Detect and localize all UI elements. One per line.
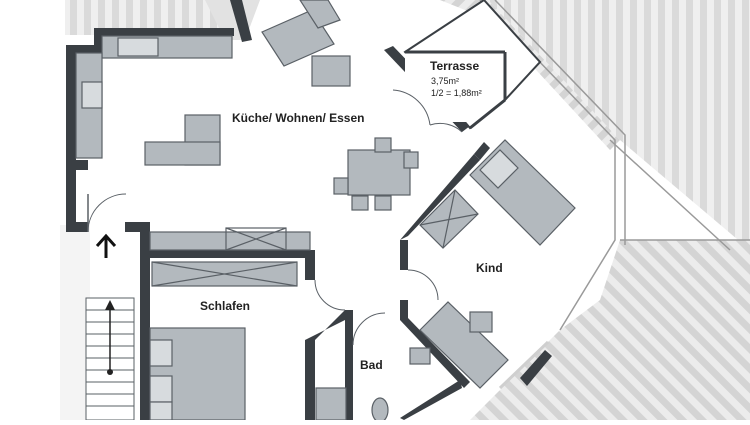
bath-toilet: [371, 397, 389, 423]
wall-bath-diagonal: [400, 318, 470, 388]
roof-area: [60, 0, 750, 420]
wall-north-diag: [230, 0, 252, 42]
wall-child-west-bottom: [400, 300, 408, 320]
child-bed: [469, 139, 576, 246]
coffee-table: [311, 55, 351, 87]
wall-west-mid: [66, 165, 76, 225]
child-window: [498, 340, 550, 390]
child-room-label: Kind: [476, 261, 503, 275]
child-bed-pillow: [479, 149, 519, 189]
roof-right-slope: [488, 0, 750, 250]
terrace-door-arc-2: [429, 122, 463, 133]
child-door-arc: [407, 269, 439, 301]
stairs: [85, 297, 135, 421]
wall-bath-corner: [305, 310, 345, 340]
wall-bedroom-north: [150, 250, 315, 258]
bath-sink: [409, 347, 431, 365]
wall-west-jog: [66, 160, 88, 170]
bed-pillow-1: [149, 339, 173, 367]
wall-entry-left: [66, 222, 88, 232]
wall-bath-south: [400, 380, 462, 420]
wall-child-diagonal: [400, 154, 480, 240]
dining-chair-bottom-1: [351, 195, 369, 211]
kitchen-sink: [117, 37, 159, 57]
bedroom-label: Schlafen: [200, 299, 250, 313]
wall-west-upper: [66, 45, 76, 165]
child-wardrobe-x2: [442, 189, 456, 249]
doors: [87, 89, 550, 390]
bath-label: Bad: [360, 358, 383, 372]
stair-arrow-icon: [105, 300, 115, 310]
wall-terrace-corner: [474, 142, 490, 160]
wall-north-kitchen-jog: [94, 28, 102, 48]
sofa-back: [299, 0, 341, 29]
child-desk: [419, 301, 509, 389]
wall-entry-right: [125, 222, 150, 232]
bath-shower: [315, 387, 347, 421]
bedroom-wardrobe-x2: [151, 261, 298, 287]
kitchen-cooktop: [81, 81, 103, 109]
roof-edges: [479, 0, 750, 331]
wardrobe-x-2: [225, 227, 287, 251]
roof-edge-outer: [494, 0, 626, 245]
wall-north-kitchen-west: [66, 45, 102, 53]
dining-chair-left: [333, 177, 349, 195]
nightstand: [149, 401, 173, 421]
terrace-door-arc-1: [392, 89, 431, 126]
entrance-door-arc: [87, 193, 127, 233]
kitchen-island-lower: [144, 141, 221, 166]
terrace-label: Terrasse: [430, 59, 479, 73]
terrace-half-area: 1/2 = 1,88m²: [431, 88, 482, 98]
bed-pillow-2: [149, 375, 173, 403]
wall-child-south: [520, 350, 552, 386]
terrace: Terrasse 3,75m² 1/2 = 1,88m²: [403, 0, 542, 130]
kitchen-living-label: Küche/ Wohnen/ Essen: [232, 111, 364, 125]
wall-bedroom-east-bottom: [305, 340, 315, 420]
dining-chair-bottom-2: [374, 195, 392, 211]
terrace-fill: [405, 52, 505, 122]
roof-top-left: [65, 0, 230, 35]
roof-bottom-right: [470, 240, 750, 420]
bedroom-door-arc: [314, 279, 346, 311]
roof-top-right: [440, 0, 620, 150]
up-arrow-icon: [95, 233, 117, 258]
dining-chair-right: [403, 151, 419, 169]
roof-edge-right: [479, 0, 616, 331]
wall-child-west-top: [400, 240, 408, 270]
wall-bath-west: [345, 310, 353, 420]
hall-wardrobe-x: [225, 227, 287, 251]
bath-door-arc: [352, 312, 386, 346]
dining-table: [347, 149, 411, 196]
stair-hall-area: [60, 225, 90, 420]
wall-north-kitchen: [94, 28, 234, 36]
roof-edge-diag: [609, 139, 731, 251]
wall-bedroom-east-top: [305, 250, 315, 280]
dining-chair-top: [374, 137, 392, 153]
terrace-edge-bottom: [469, 98, 506, 130]
furniture: [75, 0, 576, 423]
child-chair: [469, 311, 493, 333]
stair-start-dot: [107, 369, 113, 375]
terrace-area: 3,75m²: [431, 76, 459, 86]
wall-bedroom-west: [140, 222, 150, 420]
